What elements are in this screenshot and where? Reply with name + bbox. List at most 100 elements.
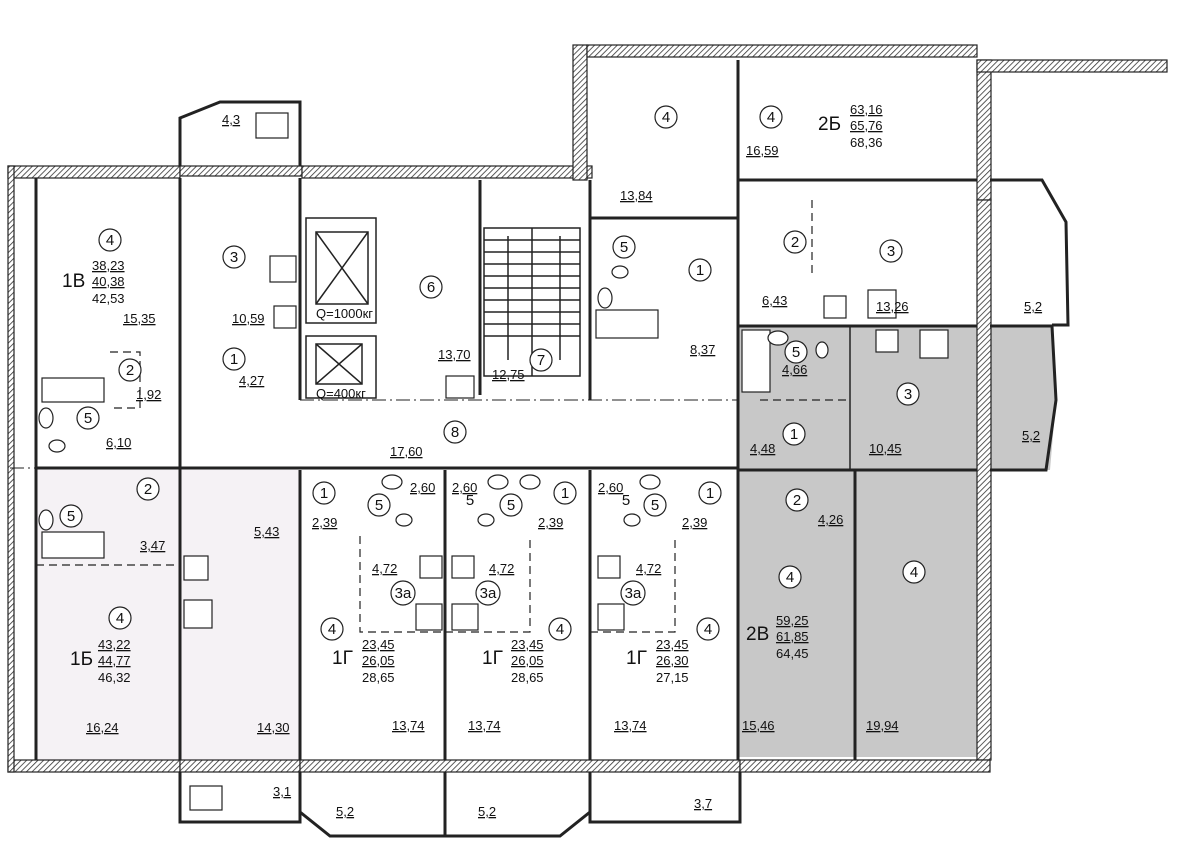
apartment-area-with-balcony: 27,15 — [656, 670, 689, 685]
elevator-large-capacity: Q=1000кг — [316, 306, 373, 321]
apartment-code: 1Б — [70, 649, 93, 670]
area-label: 1,92 — [136, 387, 161, 402]
balconies — [178, 100, 1070, 838]
apartment-2v-shading — [738, 327, 1056, 757]
room-number: 6 — [427, 279, 435, 296]
apartment-area-total: 40,38 — [92, 274, 125, 289]
apartment-area-living: 43,22 — [98, 637, 131, 652]
apartment-code: 1Г — [626, 648, 647, 669]
interior-walls — [34, 60, 977, 760]
apartment-area-with-balcony: 64,45 — [776, 646, 809, 661]
area-label: 3,47 — [140, 538, 165, 553]
room-number: 5 — [651, 497, 659, 514]
elevator-shafts — [305, 217, 377, 399]
room-number: 1 — [696, 262, 704, 279]
apartment-area-total: 26,05 — [511, 653, 544, 668]
apartment-labels: 1В 38,23 40,38 42,53 2Б 63,16 65,76 68,3… — [62, 102, 883, 685]
apartment-area-total: 26,05 — [362, 653, 395, 668]
room-number: 4 — [556, 621, 564, 638]
area-label: 6,43 — [762, 293, 787, 308]
room-area-labels: 4,3 15,35 10,59 4,27 1,92 6,10 13,70 12,… — [86, 112, 1042, 819]
apartment-area-total: 61,85 — [776, 629, 809, 644]
apartment-1v: 1В 38,23 40,38 42,53 — [62, 258, 125, 306]
area-label: 4,66 — [782, 362, 807, 377]
area-label: 16,59 — [746, 143, 779, 158]
room-number: 1 — [230, 351, 238, 368]
room-number: 4 — [106, 232, 114, 249]
area-label: 2,60 — [598, 480, 623, 495]
room-number: 4 — [786, 569, 794, 586]
area-label: 13,26 — [876, 299, 909, 314]
apartment-area-with-balcony: 46,32 — [98, 670, 131, 685]
room-number: 2 — [793, 492, 801, 509]
area-label: 2,39 — [538, 515, 563, 530]
apartment-1g-2: 1Г 23,45 26,05 28,65 — [482, 637, 544, 685]
room-number: 4 — [704, 621, 712, 638]
area-label: 5,43 — [254, 524, 279, 539]
apartment-1g-3: 1Г 23,45 26,30 27,15 — [626, 637, 689, 685]
area-label: 5,2 — [1024, 299, 1042, 314]
area-label: 15,35 — [123, 311, 156, 326]
area-label: 13,74 — [614, 718, 647, 733]
apartment-area-living: 23,45 — [511, 637, 544, 652]
area-label: 13,84 — [620, 188, 653, 203]
room-numbers: 4 3 1 2 5 6 7 8 4 4 5 1 2 3 5 3 1 2 4 4 … — [67, 109, 918, 638]
area-label: 17,60 — [390, 444, 423, 459]
room-number: 4 — [767, 109, 775, 126]
area-label: 4,72 — [489, 561, 514, 576]
room-number: 5 — [622, 492, 630, 509]
room-number: 5 — [792, 344, 800, 361]
staircase — [445, 227, 581, 399]
apartment-1b: 1Б 43,22 44,77 46,32 — [70, 637, 131, 685]
apartment-area-living: 38,23 — [92, 258, 125, 273]
room-number: 1 — [561, 485, 569, 502]
apartment-code: 1Г — [332, 648, 353, 669]
apartment-code: 2В — [746, 624, 769, 645]
room-number: 3а — [480, 585, 497, 602]
area-label: 2,39 — [682, 515, 707, 530]
apartment-area-with-balcony: 28,65 — [511, 670, 544, 685]
room-number: 2 — [791, 234, 799, 251]
apartment-area-living: 23,45 — [362, 637, 395, 652]
apartment-area-with-balcony: 68,36 — [850, 135, 883, 150]
room-number: 3 — [904, 386, 912, 403]
room-number: 1 — [706, 485, 714, 502]
area-label: 13,74 — [392, 718, 425, 733]
room-number: 3а — [395, 585, 412, 602]
room-number: 2 — [126, 362, 134, 379]
room-number: 3а — [625, 585, 642, 602]
area-label: 8,37 — [690, 342, 715, 357]
room-number: 5 — [375, 497, 383, 514]
area-label: 2,60 — [410, 480, 435, 495]
room-number: 5 — [507, 497, 515, 514]
room-number-circles — [59, 105, 926, 641]
apartment-area-total: 44,77 — [98, 653, 131, 668]
area-label: 14,30 — [257, 720, 290, 735]
area-label: 6,10 — [106, 435, 131, 450]
room-number: 4 — [910, 564, 918, 581]
area-label: 16,24 — [86, 720, 119, 735]
room-number: 1 — [320, 485, 328, 502]
area-label: 2,39 — [312, 515, 337, 530]
area-label: 4,26 — [818, 512, 843, 527]
apartment-area-total: 65,76 — [850, 118, 883, 133]
room-number: 8 — [451, 424, 459, 441]
room-number: 5 — [466, 492, 474, 509]
room-number: 5 — [84, 410, 92, 427]
area-label: 12,75 — [492, 367, 525, 382]
room-number: 3 — [887, 243, 895, 260]
area-label: 4,72 — [372, 561, 397, 576]
room-number: 1 — [790, 426, 798, 443]
area-label: 4,72 — [636, 561, 661, 576]
apartment-code: 2Б — [818, 114, 841, 135]
room-number: 4 — [328, 621, 336, 638]
room-number: 4 — [116, 610, 124, 627]
apartment-1g-1: 1Г 23,45 26,05 28,65 — [332, 637, 395, 685]
area-label: 4,27 — [239, 373, 264, 388]
room-number: 4 — [662, 109, 670, 126]
room-number: 5 — [67, 508, 75, 525]
apartment-2v: 2В 59,25 61,85 64,45 — [746, 613, 809, 661]
room-number: 5 — [620, 239, 628, 256]
